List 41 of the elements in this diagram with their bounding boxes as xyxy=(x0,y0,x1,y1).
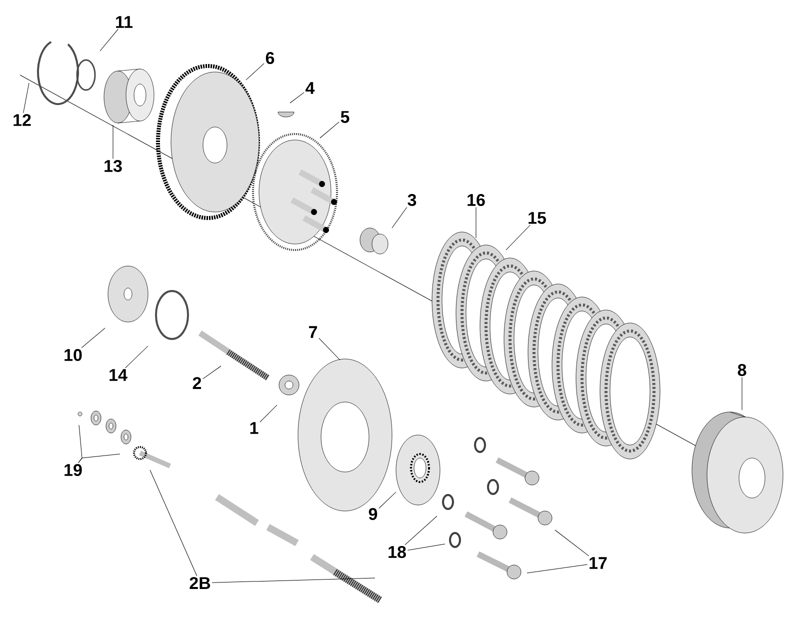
callout-number: 7 xyxy=(309,326,317,338)
leader-line xyxy=(290,92,304,104)
callout-number: 5 xyxy=(340,111,350,123)
callout-number: 11 xyxy=(116,16,133,28)
leader-line xyxy=(407,544,446,550)
leader-line xyxy=(112,124,114,160)
leader-line xyxy=(78,454,120,464)
leader-line xyxy=(150,470,198,576)
leader-line xyxy=(554,530,590,556)
callout-number: 6 xyxy=(266,52,274,64)
callout-number: 18 xyxy=(388,546,406,558)
callout-number: 14 xyxy=(110,369,128,381)
callout-number: 10 xyxy=(64,348,82,362)
leader-line xyxy=(506,224,530,250)
leader-line xyxy=(260,404,278,422)
leader-line xyxy=(318,338,340,360)
callout-number: 8 xyxy=(738,364,746,376)
callout-number: 2 xyxy=(192,377,202,389)
leader-line xyxy=(81,328,106,348)
leader-line xyxy=(526,564,588,574)
leader-line xyxy=(125,346,148,368)
leader-line xyxy=(100,28,118,52)
callout-number: 2B xyxy=(190,577,210,589)
leader-line xyxy=(392,206,408,228)
callout-number: 12 xyxy=(14,114,31,126)
callout-number: 1 xyxy=(250,422,258,434)
leader-line xyxy=(320,122,340,138)
leader-line xyxy=(404,516,438,546)
callout-number: 9 xyxy=(368,508,378,520)
leader-line xyxy=(378,492,396,509)
leader-line xyxy=(246,63,264,80)
callout-number: 19 xyxy=(64,464,82,476)
callout-number: 17 xyxy=(590,557,607,569)
leader-line xyxy=(202,366,222,380)
leader-line xyxy=(212,578,376,583)
callout-number: 3 xyxy=(408,194,416,206)
callout-number: 13 xyxy=(104,160,122,172)
callout-number: 4 xyxy=(306,82,315,94)
callout-number: 15 xyxy=(528,212,546,224)
callout-number: 16 xyxy=(468,194,485,206)
leader-line xyxy=(23,82,30,114)
